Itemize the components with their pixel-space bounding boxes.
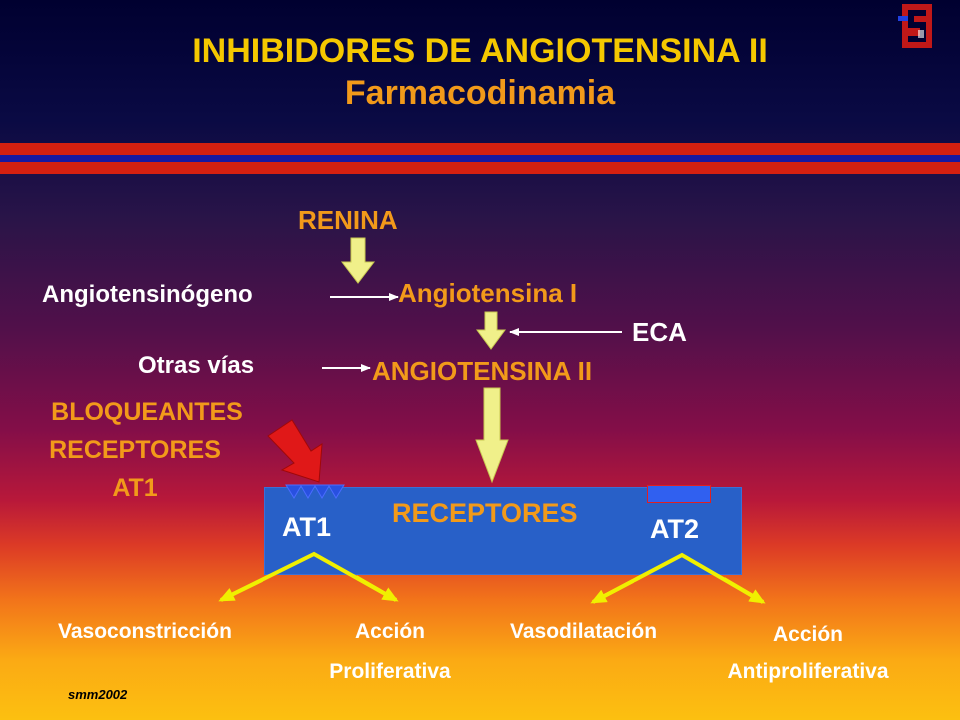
vasoconstriccion-arrow [218,578,263,602]
angiotensinogeno-label: Angiotensinógeno [42,281,253,308]
divider-stripe-red-top [0,143,960,155]
at1-split-lines [220,551,397,602]
receptores-label: RECEPTORES [392,498,578,528]
at1-label: AT1 [282,512,332,542]
renina-down-arrow [340,237,376,284]
at2-label: AT2 [650,514,700,544]
author-footer: smm2002 [68,687,128,702]
divider-stripe-blue [0,155,960,162]
at2-receptor-marker [647,485,711,503]
slide-title: INHIBIDORES DE ANGIOTENSINA II [192,32,768,70]
at1-receptor-marker [285,484,345,499]
accion-antiproliferativa-arrow [722,577,766,604]
accion-proliferativa-line2: Proliferativa [329,660,451,683]
angiotensina-ii-down-arrow [475,387,509,484]
renina-label: RENINA [298,205,398,235]
university-logo [898,4,932,48]
at2-split-lines [592,552,765,604]
slide-subtitle: Farmacodinamia [344,74,616,112]
blocker-label-line1: BLOQUEANTES [51,398,243,426]
blocker-label-line2: RECEPTORES [49,436,221,464]
angiotensina-i-down-arrow [476,311,506,350]
accion-antiproliferativa-line1: Acción [772,623,843,646]
otras-vias-label: Otras vías [138,352,255,379]
receptor-membrane-box [264,487,742,575]
angiotensina-i-label: Angiotensina I [398,278,578,308]
vasodilatacion-label: Vasodilatación [510,620,658,643]
accion-antiproliferativa-line2: Antiproliferativa [727,660,889,683]
accion-proliferativa-line1: Acción [354,620,425,643]
vasoconstriccion-label: Vasoconstricción [58,620,232,643]
blocker-red-arrow [267,419,323,483]
accion-proliferativa-arrow [355,575,399,602]
divider-stripe-red-bottom [0,162,960,174]
blocker-label-line3: AT1 [112,474,158,502]
vasodilatacion-arrow [590,579,634,604]
eca-label: ECA [632,317,687,347]
angiotensina-ii-label: ANGIOTENSINA II [372,356,593,386]
